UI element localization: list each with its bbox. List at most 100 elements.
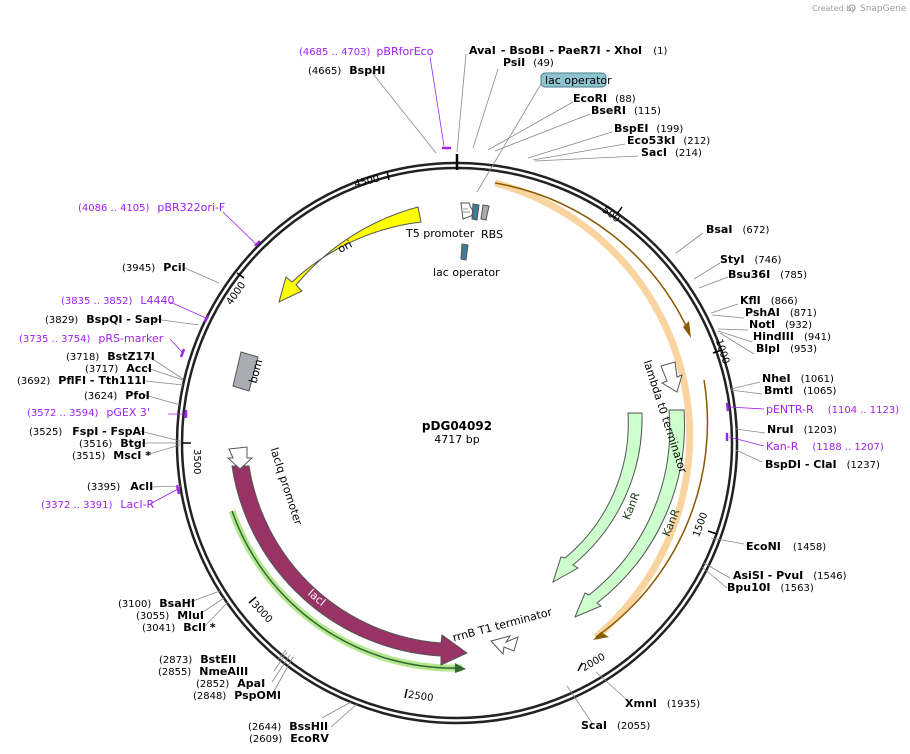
leader-msci xyxy=(145,444,181,456)
primer-kanr[interactable]: Kan-R(1188 .. 1207) xyxy=(766,440,884,453)
site-bpu10i[interactable]: Bpu10I(1563) xyxy=(727,581,814,594)
primer-pbr322ori[interactable]: (4086 .. 4105)pBR322ori-F xyxy=(78,201,225,214)
site-leaders xyxy=(139,53,766,728)
ruler-label-500: 500 xyxy=(600,205,622,225)
leader-ava xyxy=(456,53,467,153)
feature-laciq-promoter[interactable] xyxy=(226,446,254,470)
site-ava-group[interactable]: AvaI - BsoBI - PaeR7I - XhoI (1) xyxy=(469,39,667,58)
ruler-tick-4500 xyxy=(386,170,390,181)
site-bsai[interactable]: BsaI(672) xyxy=(706,223,769,236)
leader-xmni xyxy=(595,671,628,701)
leader-bpu10i xyxy=(701,566,728,589)
site-labels-top: AvaI - BsoBI - PaeR7I - XhoI (1) PsiI(49… xyxy=(308,39,710,159)
site-xhoi: XhoI xyxy=(614,44,642,57)
leader-pbrforeco xyxy=(429,56,445,147)
leader-econi xyxy=(710,537,745,545)
leader-lacir xyxy=(149,488,179,505)
leader-bsu36i xyxy=(698,276,729,289)
feature-lambda-t0-terminator[interactable] xyxy=(660,361,683,393)
site-bsphi[interactable]: (4665)BspHI xyxy=(308,64,385,77)
leader-bcli xyxy=(203,601,229,628)
site-noti[interactable]: NotI(932) xyxy=(749,318,812,331)
site-acli[interactable]: (3395)AclI xyxy=(87,480,153,493)
site-saci[interactable]: SacI(214) xyxy=(641,146,702,159)
feature-rrnb-t1-terminator[interactable] xyxy=(490,635,519,656)
site-blpi[interactable]: BlpI(953) xyxy=(756,342,817,355)
leader-pcii xyxy=(184,267,220,284)
site-nrui[interactable]: NruI(1203) xyxy=(767,423,837,436)
site-ecorv[interactable]: (2609)EcoRV xyxy=(249,732,329,745)
site-kfli[interactable]: KflI(866) xyxy=(740,294,798,307)
ruler-tick-4000 xyxy=(236,272,245,279)
ruler-label-2000: 2000 xyxy=(580,652,608,674)
site-pspomi[interactable]: (2848)PspOMI xyxy=(193,689,281,702)
leader-pentrr xyxy=(728,406,765,410)
site-btgi[interactable]: (3516)BtgI xyxy=(79,437,146,450)
site-acci[interactable]: (3717)AccI xyxy=(85,362,152,375)
ruler-label-3500: 3500 xyxy=(191,449,202,474)
site-bsshii[interactable]: (2644)BssHII xyxy=(248,720,328,733)
site-pflfi[interactable]: (3692)PflFI - Tth111I xyxy=(17,374,146,387)
site-asisi[interactable]: AsiSI - PvuI(1546) xyxy=(733,569,847,582)
site-labels-right: BsaI(672) StyI(746) Bsu36I(785) KflI(866… xyxy=(706,223,880,594)
site-nhei[interactable]: NheI(1061) xyxy=(762,372,834,385)
primer-prsmarker[interactable]: (3735 .. 3754)pRS-marker xyxy=(19,332,164,345)
primer-l4440[interactable]: (3835 .. 3852)L4440 xyxy=(61,294,175,307)
leader-saci xyxy=(534,155,639,162)
site-bstz17i[interactable]: (3718)BstZ17I xyxy=(66,350,155,363)
leader-eco53ki xyxy=(532,143,626,161)
credit-created-by: Created by xyxy=(812,4,856,13)
site-pfoi[interactable]: (3624)PfoI xyxy=(84,389,150,402)
ruler-label-3000: 3000 xyxy=(249,599,274,625)
site-ecori[interactable]: EcoRI(88) xyxy=(573,92,636,105)
site-nmeaiii[interactable]: (2855)NmeAIII xyxy=(158,665,248,678)
site-scai[interactable]: ScaI(2055) xyxy=(581,719,650,732)
primer-pentrr[interactable]: pENTR-R(1104 .. 1123) xyxy=(766,403,899,416)
site-xmni[interactable]: XmnI(1935) xyxy=(625,697,700,710)
green-arc-arrow xyxy=(455,663,466,673)
site-eco53ki[interactable]: Eco53kI(212) xyxy=(627,134,710,147)
site-psti[interactable]: PsiI(49) xyxy=(503,56,554,69)
lac-operator-tag[interactable] xyxy=(540,72,607,88)
feature-ori-label: ori xyxy=(336,238,355,256)
leader-pfoi xyxy=(144,394,181,406)
site-fspi[interactable]: (3525)FspI - FspAI xyxy=(29,425,145,438)
site-pshai[interactable]: PshAI(871) xyxy=(745,306,817,319)
feature-rbs[interactable] xyxy=(480,204,490,221)
site-hindiii[interactable]: HindIII(941) xyxy=(753,330,831,343)
site-avai: AvaI xyxy=(469,44,496,57)
feature-lac-operator-small[interactable] xyxy=(471,203,480,221)
primer-pbrforeco[interactable]: (4685 .. 4703)pBRforEco xyxy=(299,45,434,58)
leader-bsphi xyxy=(369,69,437,154)
site-bsahi[interactable]: (3100)BsaHI xyxy=(118,597,195,610)
feature-lac-operator-inner[interactable] xyxy=(460,243,469,261)
site-bseri[interactable]: BseRI(115) xyxy=(591,104,661,117)
feature-laci[interactable] xyxy=(231,465,468,666)
site-bsteii[interactable]: (2873)BstEII xyxy=(159,653,236,666)
site-apai[interactable]: (2852)ApaI xyxy=(196,677,265,690)
site-bspdi[interactable]: BspDI - ClaI(1237) xyxy=(765,458,880,471)
feature-bom[interactable] xyxy=(232,351,259,392)
feature-kanr-outer[interactable] xyxy=(574,409,685,618)
leader-styi xyxy=(693,262,721,280)
feature-ori[interactable] xyxy=(278,206,422,303)
site-bcli[interactable]: (3041)BclI * xyxy=(142,621,216,634)
primer-pgex3[interactable]: (3572 .. 3594)pGEX 3' xyxy=(27,406,150,419)
ruler-tick-1500 xyxy=(707,530,718,535)
site-bspei[interactable]: BspEI(199) xyxy=(614,122,683,135)
site-bmti[interactable]: BmtI(1065) xyxy=(764,384,837,397)
leader-pflfi xyxy=(144,380,184,386)
site-mlui[interactable]: (3055)MluI xyxy=(136,609,204,622)
site-econi[interactable]: EcoNI(1458) xyxy=(746,540,826,553)
leader-kfli xyxy=(710,303,739,314)
site-ava-pos: (1) xyxy=(653,46,667,57)
site-pcii[interactable]: (3945)PciI xyxy=(122,261,186,274)
leader-fspi xyxy=(139,430,181,442)
site-msci[interactable]: (3515)MscI * xyxy=(72,449,151,462)
orange-arc-upper xyxy=(494,182,690,333)
site-styi[interactable]: StyI(746) xyxy=(720,253,781,266)
primer-lacir[interactable]: (3372 .. 3391)LacI-R xyxy=(41,498,155,511)
feature-kanr-inner[interactable] xyxy=(552,412,643,584)
site-bspqi[interactable]: (3829)BspQI - SapI xyxy=(45,313,162,326)
site-bsu36i[interactable]: Bsu36I(785) xyxy=(728,268,807,281)
